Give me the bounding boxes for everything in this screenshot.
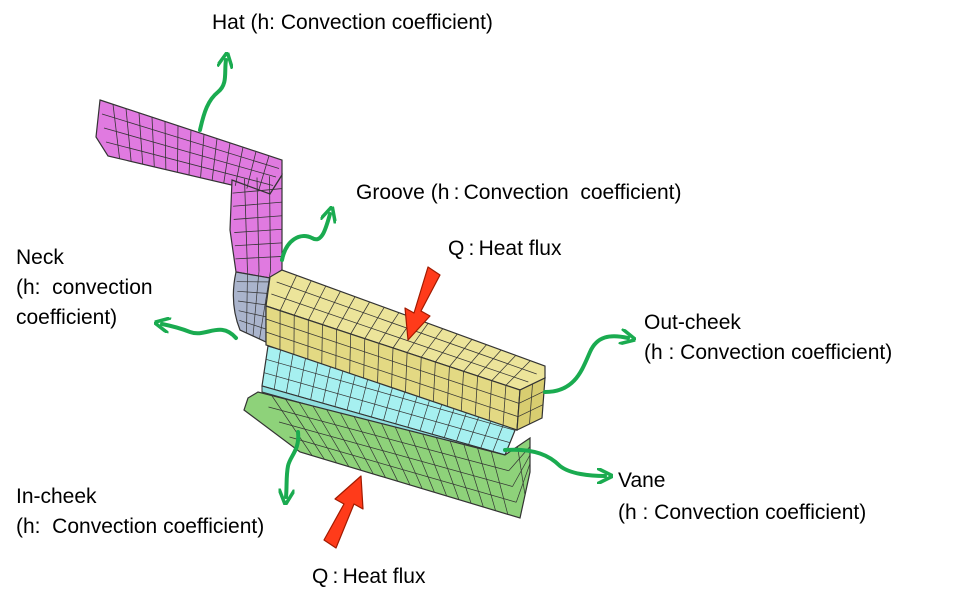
neck-label-line2: (h: convection (16, 276, 153, 299)
heat-flux-arrow-top (404, 266, 441, 341)
in-cheek-part (243, 391, 531, 519)
hat-label: Hat (h: Convection coefficient) (212, 11, 493, 34)
groove-part (265, 269, 546, 431)
vane-label-line1: Vane (618, 469, 666, 492)
neck-label-line3: coefficient) (16, 306, 118, 329)
out-cheek-label-line2: (h : Convection coefficient) (644, 341, 893, 364)
heat-flux-arrow-bottom (323, 475, 364, 549)
groove-convection-arrow (280, 214, 330, 262)
hat-convection-arrow (198, 60, 226, 132)
hat-part (95, 99, 283, 279)
in-cheek-label-line1: In-cheek (16, 485, 97, 508)
groove-label: Groove (h : Convection coefficient) (356, 181, 682, 204)
out-cheek-convection-arrow (543, 336, 628, 394)
neck-convection-arrow (162, 324, 238, 340)
out-cheek-label-line1: Out-cheek (644, 311, 741, 334)
heat-flux-label-top: Q : Heat flux (448, 237, 562, 260)
vane-label-line2: (h : Convection coefficient) (618, 501, 867, 524)
heat-flux-label-bottom: Q : Heat flux (312, 565, 426, 588)
in-cheek-label-line2: (h: Convection coefficient) (16, 515, 265, 538)
in-cheek-convection-arrow (286, 430, 301, 497)
vane-convection-arrow (503, 447, 605, 476)
neck-label-line1: Neck (16, 246, 64, 269)
